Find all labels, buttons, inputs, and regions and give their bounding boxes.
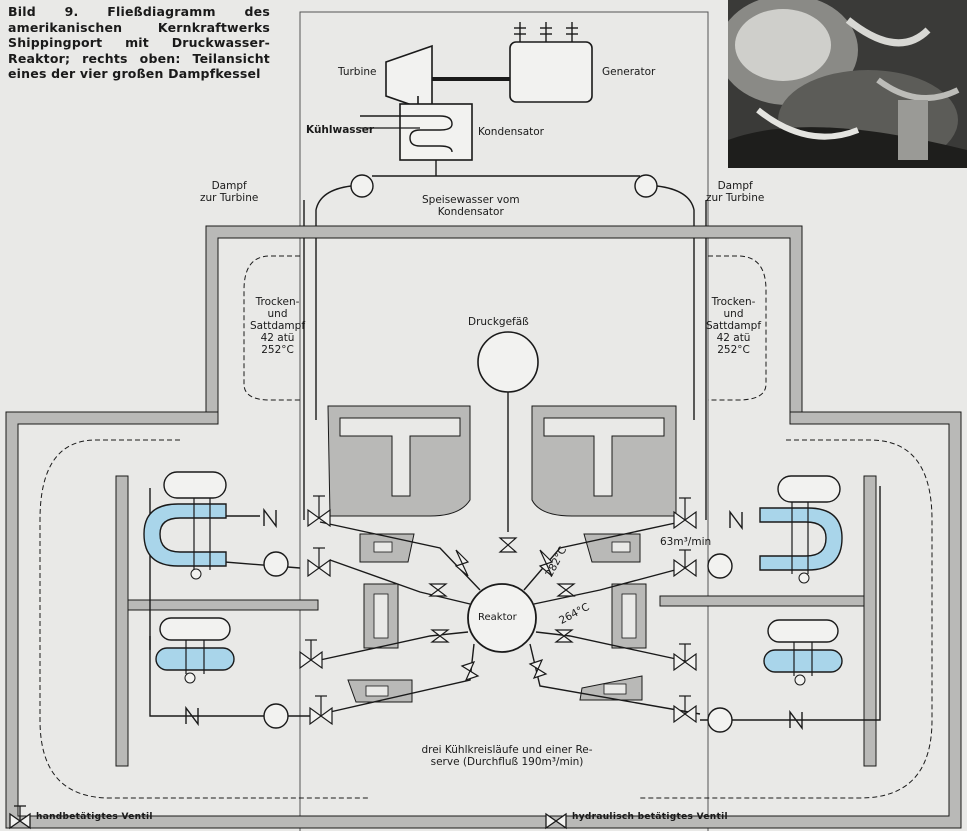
steam-generator-loop4 bbox=[764, 620, 842, 685]
cooling-water-label: Kühlwasser bbox=[306, 124, 374, 136]
pressurizer bbox=[478, 332, 538, 552]
reactor-label: Reaktor bbox=[478, 612, 517, 624]
steam-to-turbine-right-label: Dampf zur Turbine bbox=[706, 180, 764, 204]
pressurizer-label: Druckgefäß bbox=[468, 316, 529, 328]
legend-hydraulic-valve-label: hydraulisch betätigtes Ventil bbox=[572, 812, 728, 822]
steam-conditions-right-label: Trocken- und Sattdampf 42 atü 252°C bbox=[706, 296, 761, 356]
steam-conditions-left-label: Trocken- und Sattdampf 42 atü 252°C bbox=[250, 296, 305, 356]
turbine-label: Turbine bbox=[338, 66, 377, 78]
condenser-label: Kondensator bbox=[478, 126, 544, 138]
steam-generator-loop2 bbox=[760, 476, 842, 583]
cooling-loops-label: drei Kühlkreisläufe und einer Re- serve … bbox=[382, 744, 632, 768]
condenser-symbol bbox=[360, 96, 472, 176]
steam-generator-loop3 bbox=[156, 618, 234, 683]
loop-flow-label: 63m³/min bbox=[660, 536, 711, 548]
legend-manual-valve-label: handbetätigtes Ventil bbox=[36, 812, 153, 822]
steam-to-turbine-left-label: Dampf zur Turbine bbox=[200, 180, 258, 204]
generator-label: Generator bbox=[602, 66, 655, 78]
turbine-symbol bbox=[386, 46, 510, 112]
feedwater-label: Speisewasser vom Kondensator bbox=[422, 194, 520, 218]
steam-generator-loop1 bbox=[144, 472, 226, 579]
generator-symbol bbox=[510, 22, 592, 102]
